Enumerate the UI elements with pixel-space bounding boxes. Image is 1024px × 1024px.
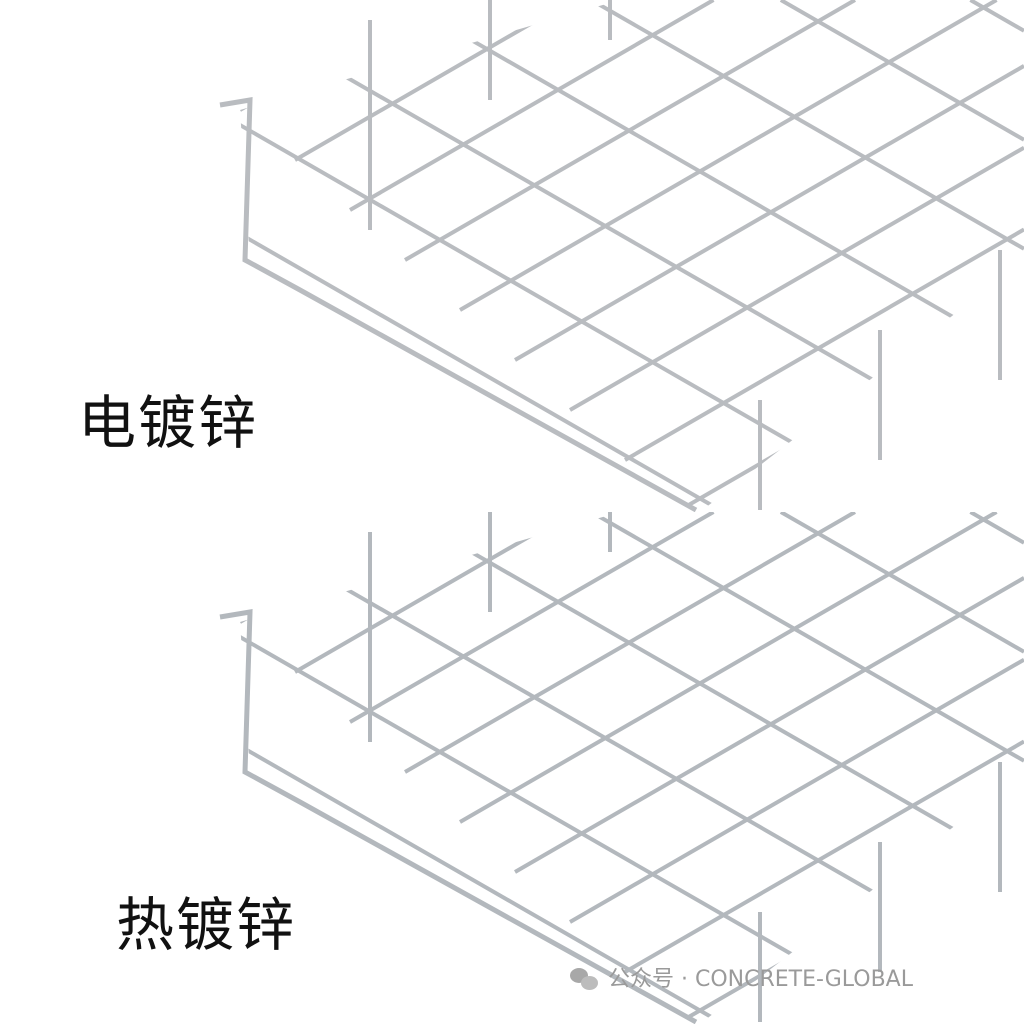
wire (240, 520, 841, 984)
wire (568, 657, 1024, 924)
electro-galvanized-image: 电镀锌 (78, 0, 1024, 512)
wire (623, 227, 1024, 462)
wechat-icon (570, 968, 600, 992)
wire (969, 512, 1024, 545)
wire (568, 145, 1024, 412)
watermark: 公众号 · CONCRETE-GLOBAL (570, 966, 913, 994)
watermark-text: 公众号 · CONCRETE-GLOBAL (608, 967, 913, 992)
wire (779, 0, 1024, 142)
wire-mesh-tray (219, 512, 1024, 1024)
wire (678, 309, 1024, 512)
wire (400, 512, 1024, 872)
tray-edge (219, 97, 698, 512)
tray-edge (219, 609, 698, 1024)
wire (240, 8, 841, 472)
wire-mesh-tray (219, 0, 1024, 512)
wire (458, 0, 998, 312)
wire (779, 512, 1024, 654)
wire (400, 0, 1024, 360)
wire (240, 512, 961, 944)
wire (623, 739, 1024, 974)
wire (293, 0, 573, 162)
wire (969, 0, 1024, 33)
wire (348, 0, 715, 212)
wire (458, 512, 998, 824)
wire (240, 94, 721, 512)
wire (240, 0, 961, 432)
wire (348, 512, 715, 724)
wire (590, 512, 1024, 763)
electro-galvanized-label: 电镀锌 (78, 389, 259, 457)
wire (240, 512, 432, 624)
wire (240, 0, 432, 112)
wire (590, 0, 1024, 251)
mesh-grid (240, 0, 1024, 512)
hot-dip-galvanized-image: 热镀锌 (0, 512, 1024, 1024)
hot-dip-galvanized-label: 热镀锌 (116, 891, 297, 959)
wire (293, 512, 573, 674)
wire (240, 606, 721, 1024)
